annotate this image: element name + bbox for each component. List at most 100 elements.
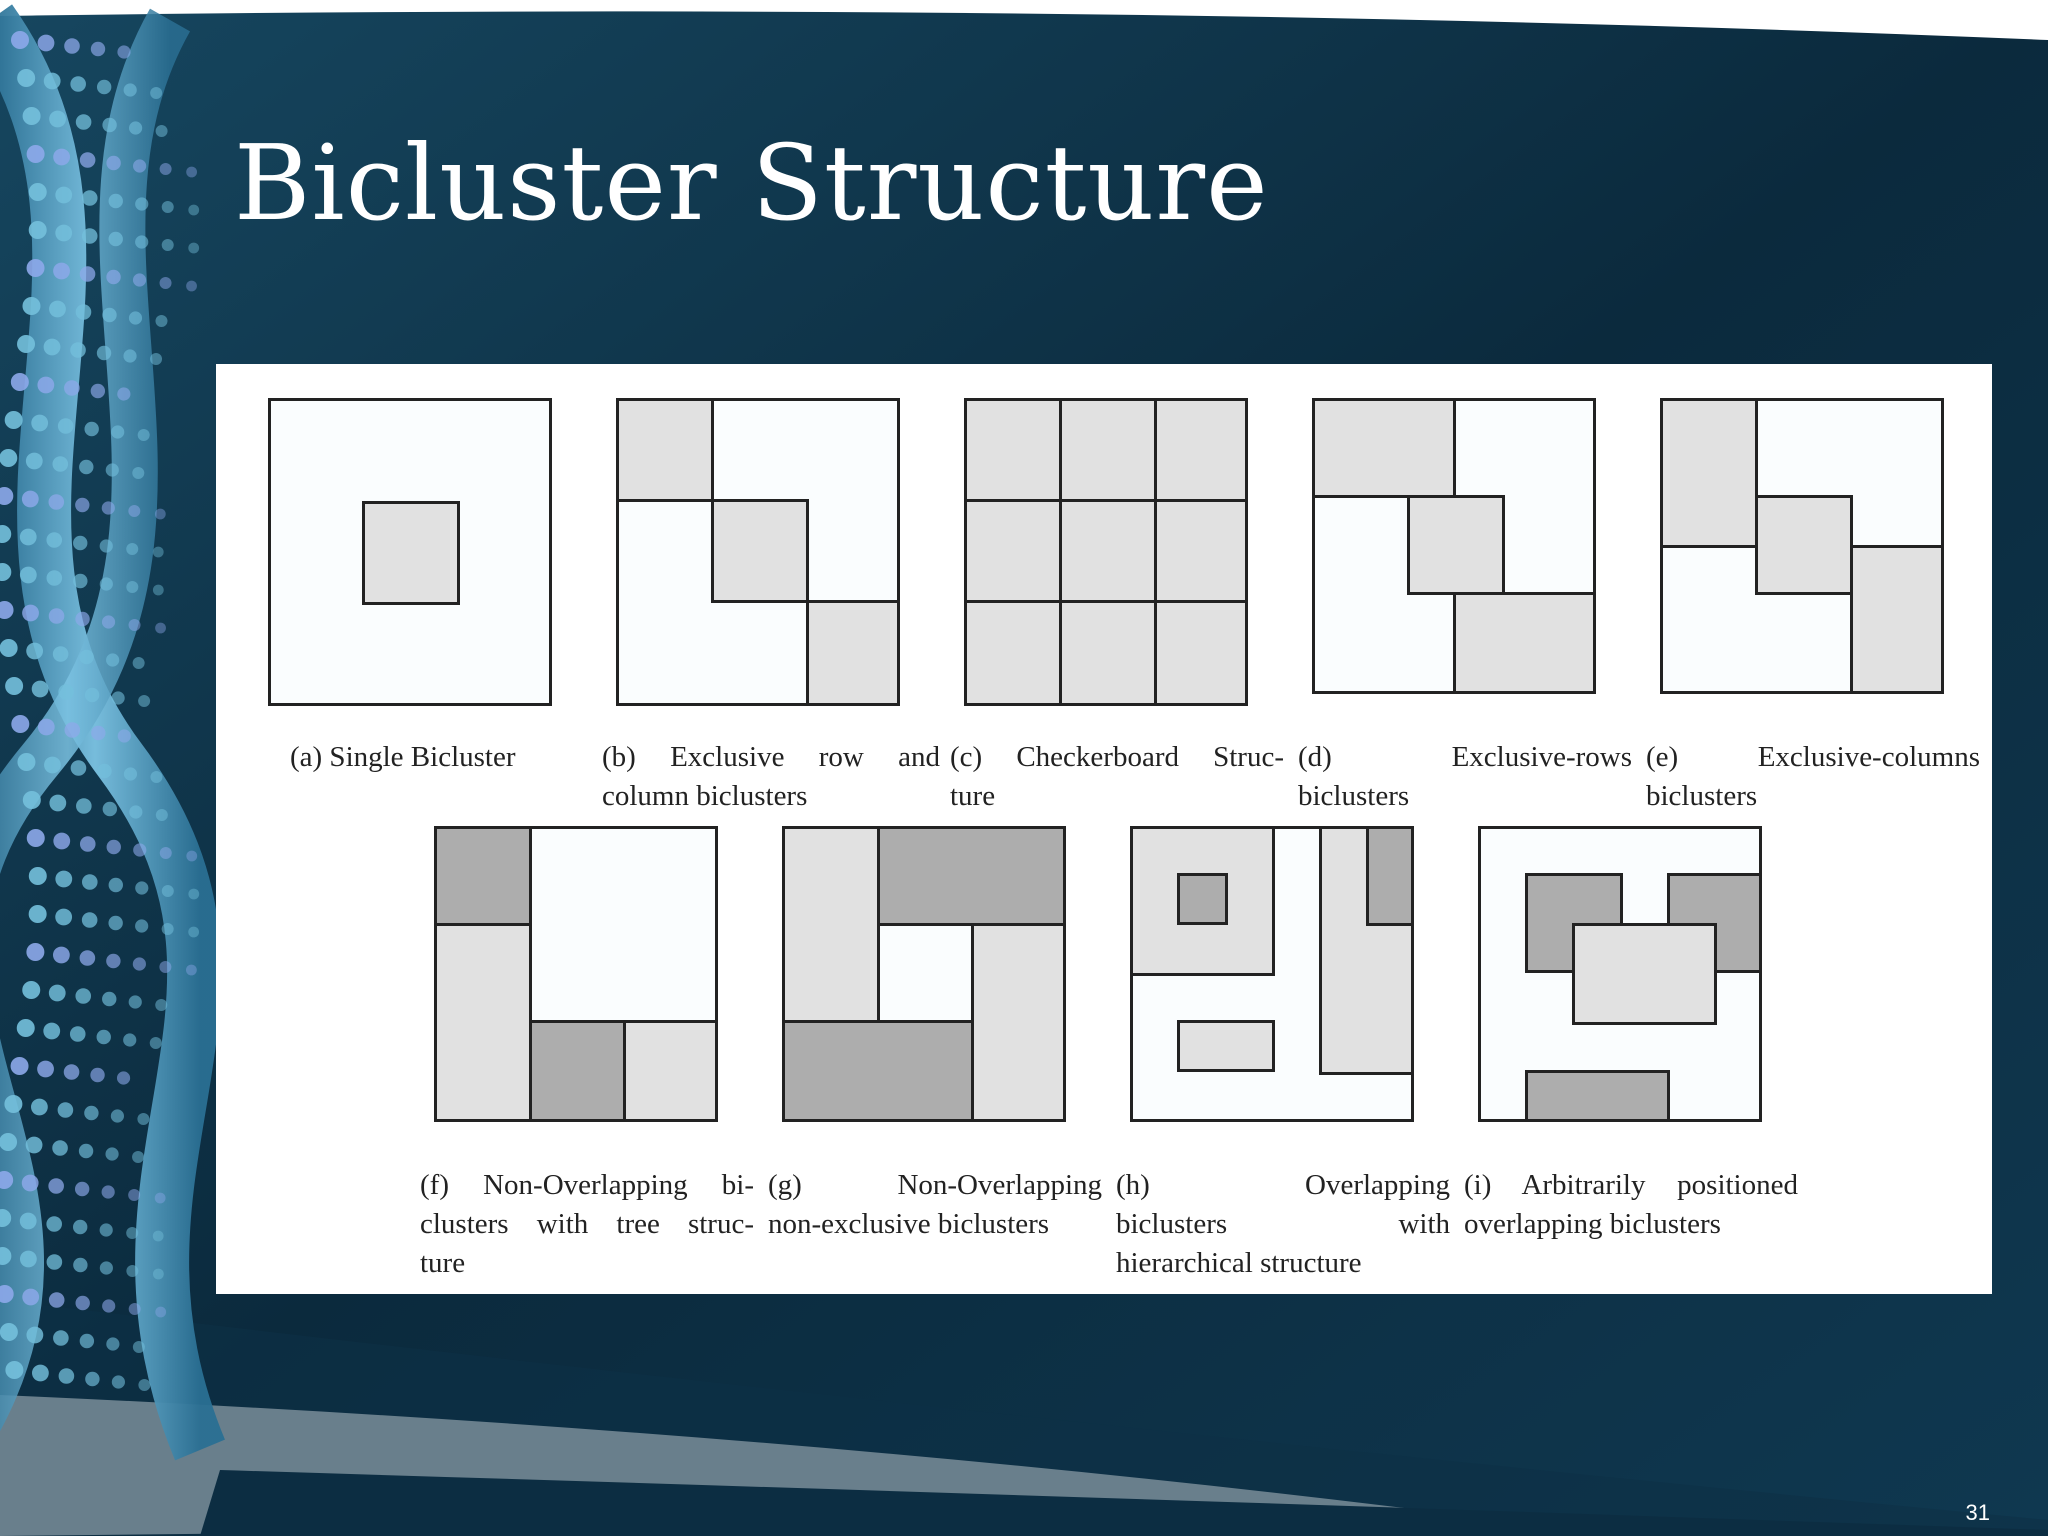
dna-bead <box>161 923 174 935</box>
dna-bead <box>91 725 106 741</box>
dna-bead <box>0 639 18 657</box>
dna-bead <box>159 961 172 973</box>
dna-bead <box>132 1151 145 1163</box>
dna-bead <box>149 1037 162 1049</box>
dna-bead <box>111 1375 125 1389</box>
bicluster-block <box>782 1020 974 1122</box>
dna-bead <box>64 380 80 396</box>
dna-bead <box>106 653 120 667</box>
dna-bead <box>55 908 73 926</box>
dna-bead <box>53 1330 69 1346</box>
dna-bead <box>128 1189 141 1201</box>
dna-bead <box>90 383 106 399</box>
dna-bead <box>64 722 81 738</box>
dna-bead <box>84 421 99 437</box>
dna-bead <box>128 311 143 325</box>
dna-bead <box>26 943 45 961</box>
dna-bead <box>84 1105 99 1121</box>
diagram-c-checkerboard <box>964 398 1248 706</box>
dna-bead <box>155 622 166 634</box>
dna-bead <box>111 691 125 705</box>
bicluster-block <box>1312 398 1456 498</box>
bicluster-block <box>362 501 460 605</box>
bicluster-block <box>1525 1070 1670 1122</box>
bicluster-block <box>1850 545 1944 694</box>
dna-bead <box>4 1095 23 1113</box>
dna-bead <box>101 615 116 629</box>
dna-bead <box>22 604 39 622</box>
dna-bead <box>96 1029 111 1045</box>
dna-bead <box>19 1250 37 1268</box>
dna-bead <box>186 280 197 292</box>
dna-bead <box>155 125 168 137</box>
dna-bead <box>55 870 73 888</box>
dna-bead <box>133 843 147 857</box>
dna-bead <box>26 259 45 277</box>
dna-bead <box>0 601 14 619</box>
dna-bead <box>75 304 92 320</box>
dna-bead <box>48 494 65 510</box>
dna-bead <box>152 546 164 558</box>
dna-bead <box>52 646 69 662</box>
dna-bead <box>22 791 41 809</box>
dna-bead <box>75 611 90 627</box>
dna-bead <box>117 729 131 743</box>
bicluster-block <box>1453 592 1596 694</box>
dna-bead <box>137 429 150 441</box>
dna-bead <box>101 1185 115 1199</box>
dna-bead <box>17 753 36 771</box>
dna-bead <box>57 418 74 434</box>
bicluster-block <box>1660 398 1758 548</box>
dna-bead <box>102 801 118 817</box>
caption-c: (c) Checkerboard Struc- ture <box>950 741 1284 812</box>
dna-bead <box>106 1337 120 1351</box>
dna-bead <box>81 912 98 928</box>
diagram-f-non-overlapping-tree <box>434 826 718 1122</box>
dna-bead <box>52 1140 68 1156</box>
dna-bead <box>79 836 96 852</box>
dna-bead <box>154 508 166 520</box>
dna-bead <box>70 760 87 776</box>
dna-bead <box>128 1303 141 1315</box>
dna-bead <box>123 1033 137 1047</box>
bicluster-block <box>1177 1020 1275 1072</box>
dna-bead <box>135 919 149 933</box>
dna-bead <box>126 1227 139 1239</box>
dna-bead <box>43 1022 61 1040</box>
dna-bead <box>81 874 98 890</box>
dna-bead <box>49 300 66 318</box>
caption-f: (f) Non-Overlapping bi- clusters with tr… <box>420 1169 754 1279</box>
dna-bead <box>5 1361 24 1379</box>
dna-bead <box>0 1133 18 1151</box>
dna-bead <box>31 1098 48 1116</box>
caption-e: (e) Exclusive-columns biclusters <box>1646 741 1980 812</box>
dna-bead <box>108 231 123 247</box>
dna-bead <box>152 584 164 596</box>
dna-bead <box>99 1261 113 1275</box>
dna-bead <box>81 190 98 206</box>
dna-bead <box>155 1306 167 1318</box>
bicluster-block <box>711 499 809 603</box>
dna-bead <box>63 1064 80 1080</box>
dna-bead <box>111 425 125 439</box>
dna-bead <box>188 888 200 900</box>
dna-bead <box>161 201 174 213</box>
dna-bead <box>129 805 143 819</box>
dna-bead <box>75 497 90 513</box>
dna-bead <box>64 38 80 54</box>
dna-bead <box>55 186 73 204</box>
slide-number: 31 <box>1965 1500 1990 1525</box>
dna-bead <box>135 881 149 895</box>
dna-bead <box>123 349 137 363</box>
dna-bead <box>53 148 71 166</box>
dna-bead <box>106 839 121 855</box>
dna-bead <box>185 964 197 976</box>
dna-bead <box>102 1299 116 1313</box>
dna-bead <box>90 1067 105 1083</box>
diagram-e-exclusive-columns <box>1660 398 1944 694</box>
dna-bead <box>49 110 66 128</box>
dna-bead <box>152 1268 164 1280</box>
dna-bead <box>72 1219 88 1235</box>
dna-bead <box>0 1323 18 1341</box>
